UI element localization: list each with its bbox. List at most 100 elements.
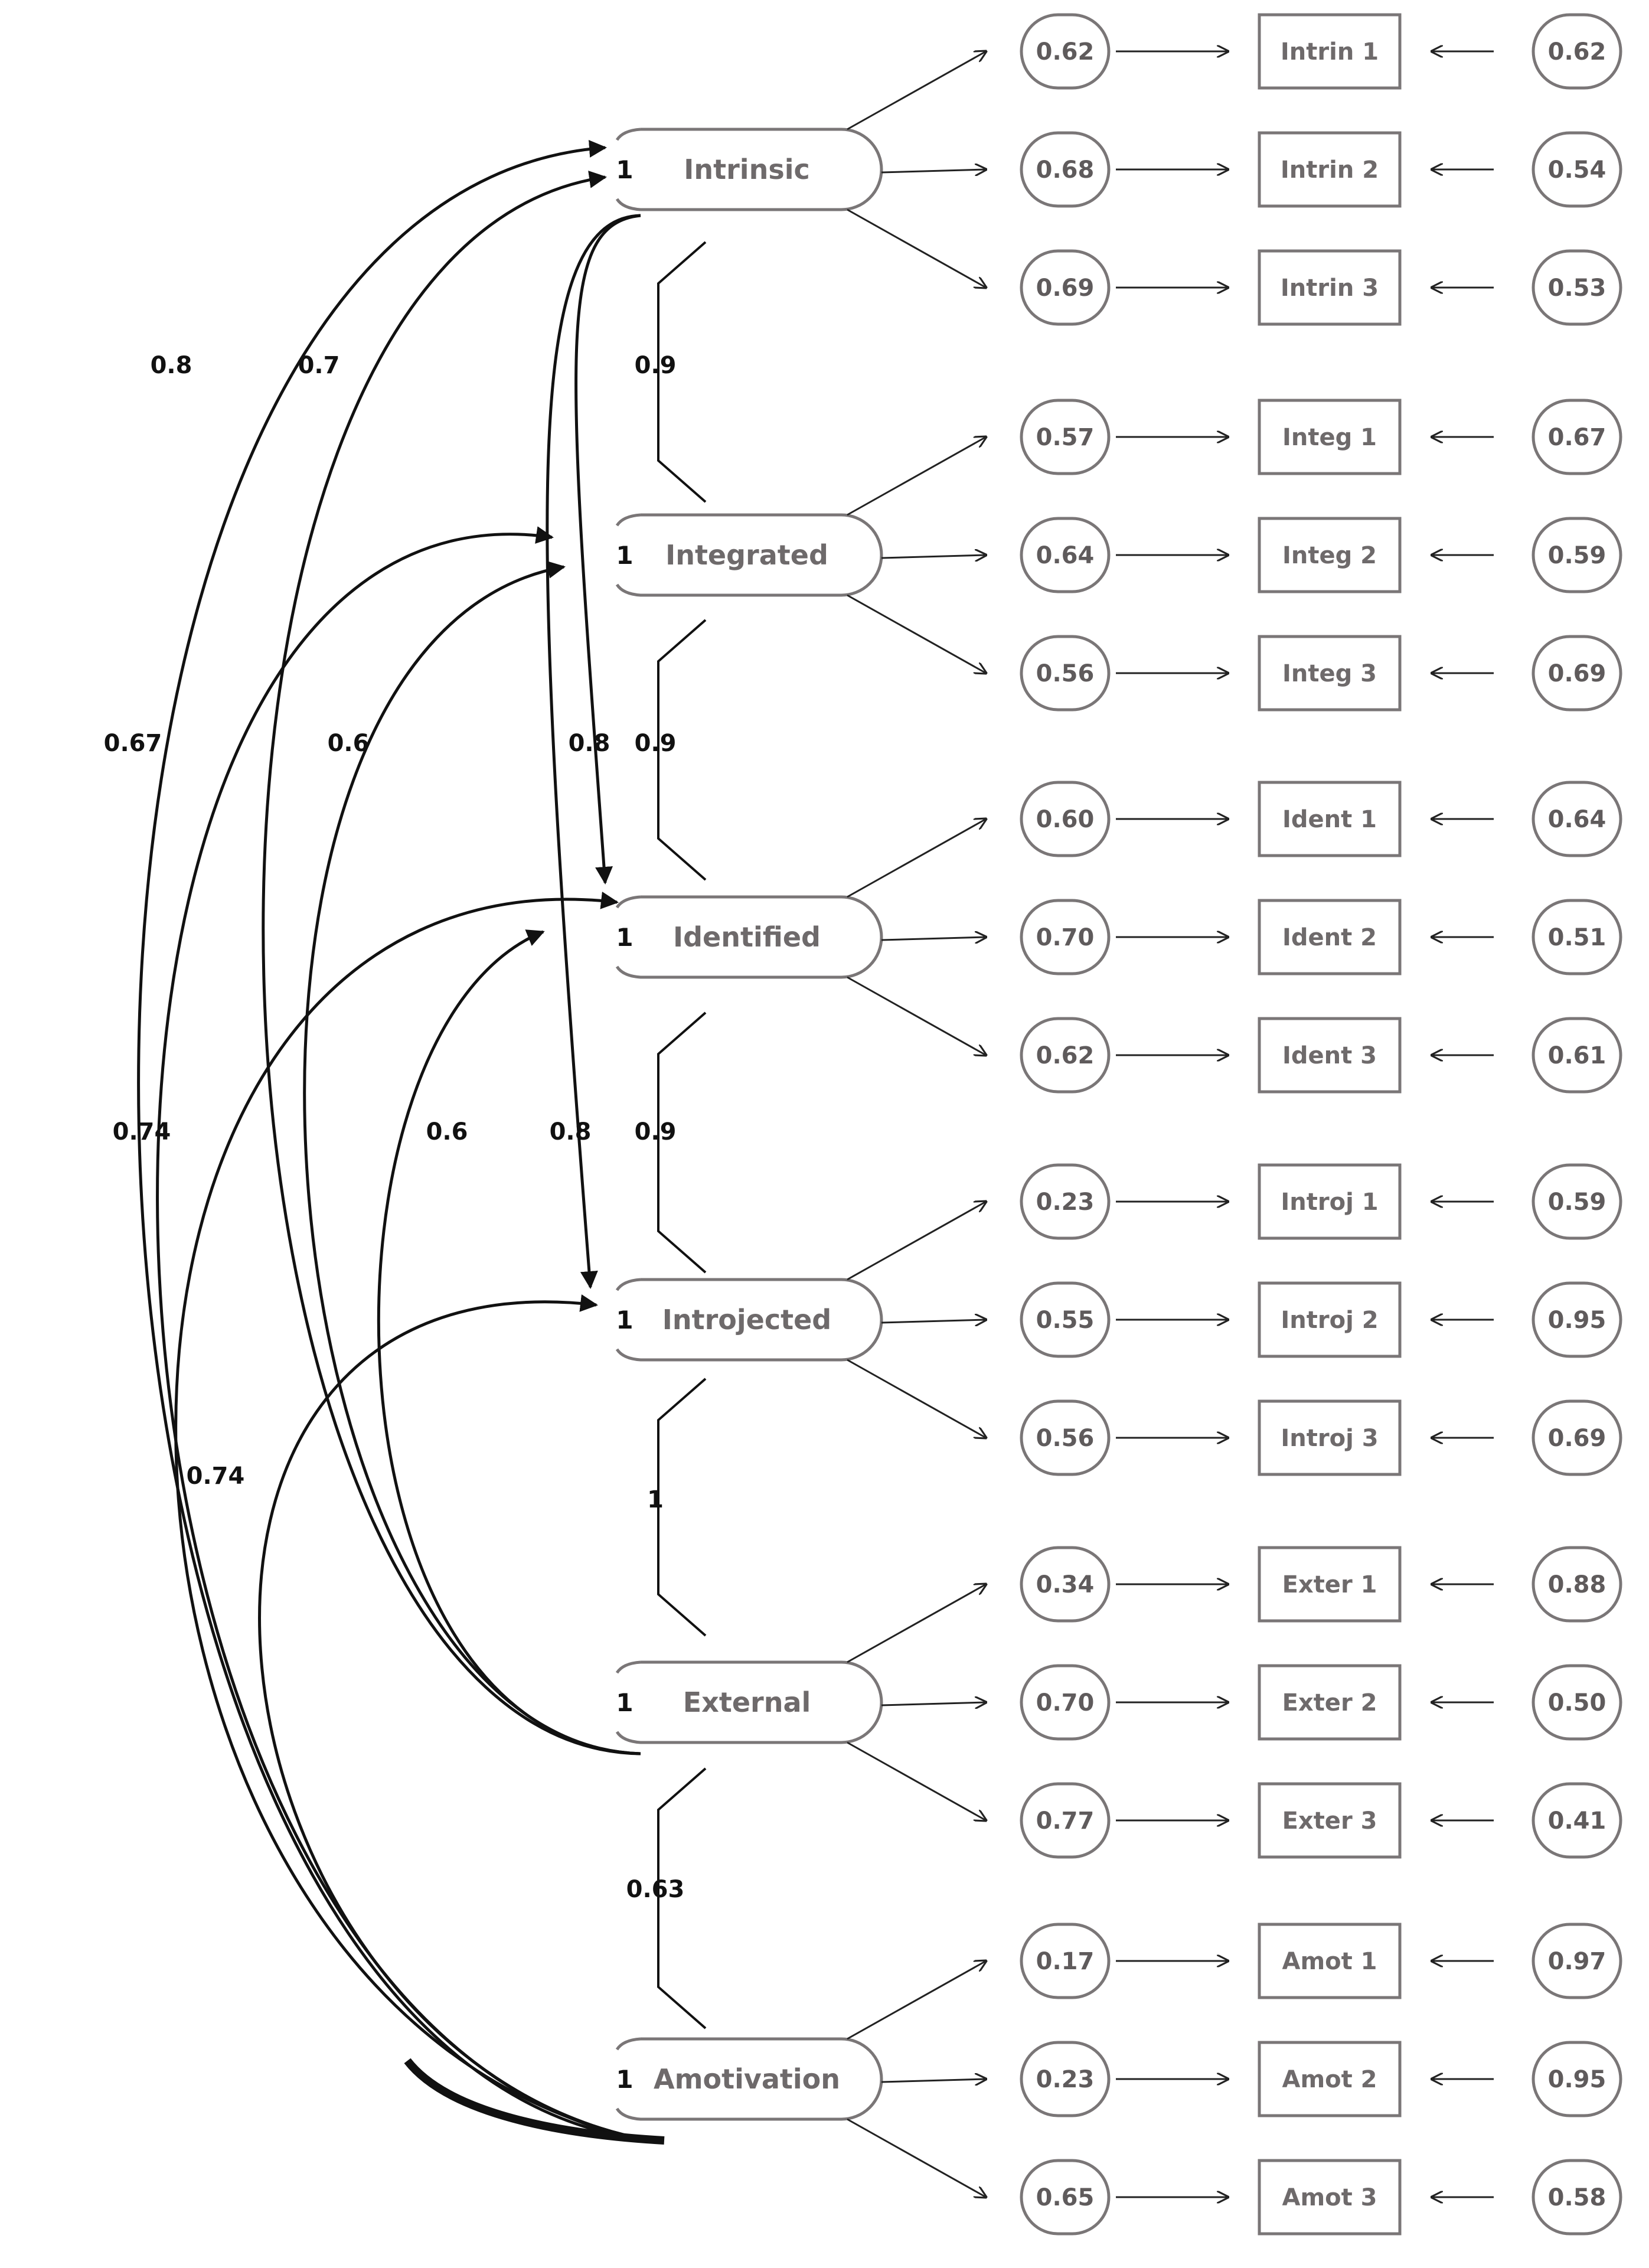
loading-node <box>1020 1017 1111 1094</box>
loading-value: 0.60 <box>1036 806 1095 833</box>
loading-path <box>881 937 986 940</box>
loading-node <box>1020 2159 1111 2236</box>
error-value: 0.69 <box>1548 660 1606 687</box>
curve-amotivation-intrinsic <box>137 140 650 2142</box>
latent-factor-shape-cap <box>615 895 641 909</box>
error-value: 0.67 <box>1548 424 1606 451</box>
loading-value: 0.65 <box>1036 2184 1095 2211</box>
loading-value: 0.62 <box>1036 38 1095 66</box>
curve-amotivation-introjected <box>258 1294 650 2142</box>
error-value: 0.54 <box>1548 156 1606 184</box>
indicator-label: Integ 3 <box>1282 660 1377 687</box>
loading-value: 0.68 <box>1036 156 1095 184</box>
error-node <box>1532 399 1622 475</box>
indicator-box <box>1258 399 1402 475</box>
indicator-box <box>1258 1664 1402 1741</box>
error-value: 0.88 <box>1548 1571 1606 1598</box>
loading-path <box>847 1202 986 1281</box>
indicator-label: Ident 2 <box>1282 924 1377 951</box>
loading-path <box>881 1702 986 1705</box>
factor-name: External <box>683 1686 811 1718</box>
loading-value: 0.57 <box>1036 424 1095 451</box>
indicator-box <box>1258 1782 1402 1859</box>
loading-path <box>847 437 986 516</box>
loading-path <box>847 2118 986 2197</box>
error-node <box>1532 781 1622 857</box>
latent-factor-shape-cap <box>615 513 641 527</box>
error-value: 0.69 <box>1548 1425 1606 1452</box>
indicator-label: Amot 3 <box>1282 2184 1377 2211</box>
adjacent-corr-label: 1 <box>647 1486 664 1513</box>
bracket-introjected-external <box>657 1378 707 1637</box>
loading-value: 0.56 <box>1036 1425 1095 1452</box>
factor-fix-label: 1 <box>616 1688 633 1717</box>
error-node <box>1532 1281 1622 1358</box>
loading-node <box>1020 2041 1111 2117</box>
loading-path <box>881 1320 986 1323</box>
indicator-box <box>1258 1281 1402 1358</box>
bracket-identified-introjected <box>657 1011 707 1274</box>
error-value: 0.95 <box>1548 2066 1606 2093</box>
latent-factor-shape-cap <box>615 2037 641 2051</box>
indicator-box <box>1258 635 1402 712</box>
indicator-label: Ident 3 <box>1282 1042 1377 1069</box>
loading-path <box>847 51 986 130</box>
latent-factor-shape-cap <box>615 1278 641 1291</box>
error-node <box>1532 1782 1622 1859</box>
curve-external-intrinsic <box>262 171 641 1755</box>
factor-fix-label: 1 <box>616 541 633 570</box>
factor-name: Amotivation <box>654 2063 840 2095</box>
factor-fix-label: 1 <box>616 2065 633 2094</box>
error-node <box>1532 13 1622 90</box>
indicator-label: Intrin 3 <box>1281 275 1379 302</box>
error-value: 0.64 <box>1548 806 1606 833</box>
adjacent-corr-label: 0.63 <box>626 1876 685 1903</box>
indicator-label: Exter 2 <box>1282 1689 1377 1716</box>
indicator-label: Integ 1 <box>1282 424 1377 451</box>
error-value: 0.59 <box>1548 542 1606 569</box>
latent-factor-shape <box>615 513 883 597</box>
error-node <box>1532 1017 1622 1094</box>
indicator-label: Amot 2 <box>1282 2066 1377 2093</box>
curved-correlation-labels: 0.8 0.7 0.67 0.6 0.8 0.74 0.6 0.8 0.74 <box>104 352 610 1490</box>
indicator-box <box>1258 1163 1402 1240</box>
loading-value: 0.55 <box>1036 1307 1095 1334</box>
indicator-box <box>1258 2159 1402 2236</box>
latent-factor-shape <box>615 1660 883 1744</box>
factor-name: Introjected <box>662 1304 832 1336</box>
adjacent-brackets <box>657 241 707 2029</box>
error-node <box>1532 249 1622 326</box>
curved-corr-label: 0.74 <box>187 1463 245 1490</box>
indicator-box <box>1258 131 1402 208</box>
error-node <box>1532 1923 1622 1999</box>
curved-corr-label: 0.67 <box>104 730 162 757</box>
loading-path <box>847 594 986 673</box>
factor-name: Integrated <box>665 539 828 571</box>
loading-node <box>1020 13 1111 90</box>
loading-value: 0.64 <box>1036 542 1095 569</box>
indicator-box <box>1258 13 1402 90</box>
indicator-box <box>1258 249 1402 326</box>
loading-node <box>1020 399 1111 475</box>
error-value: 0.41 <box>1548 1807 1606 1835</box>
curved-corr-label: 0.8 <box>569 730 610 757</box>
factor-name: Identified <box>673 921 821 953</box>
factor-fix-label: 1 <box>616 923 633 952</box>
error-node <box>1532 517 1622 593</box>
loading-node <box>1020 781 1111 857</box>
curve-external-integrated <box>303 561 641 1755</box>
curved-corr-label: 0.74 <box>113 1118 171 1146</box>
curved-corr-label: 0.8 <box>550 1118 592 1146</box>
loading-path <box>847 819 986 898</box>
adjacent-correlation-labels: 0.9 0.9 0.9 1 0.63 <box>626 352 685 1903</box>
loading-value: 0.70 <box>1036 1689 1095 1716</box>
curved-corr-label: 0.7 <box>298 352 340 379</box>
loading-value: 0.69 <box>1036 275 1095 302</box>
latent-factor-shape <box>615 128 883 211</box>
loading-path <box>847 1359 986 1438</box>
error-value: 0.62 <box>1548 38 1606 66</box>
